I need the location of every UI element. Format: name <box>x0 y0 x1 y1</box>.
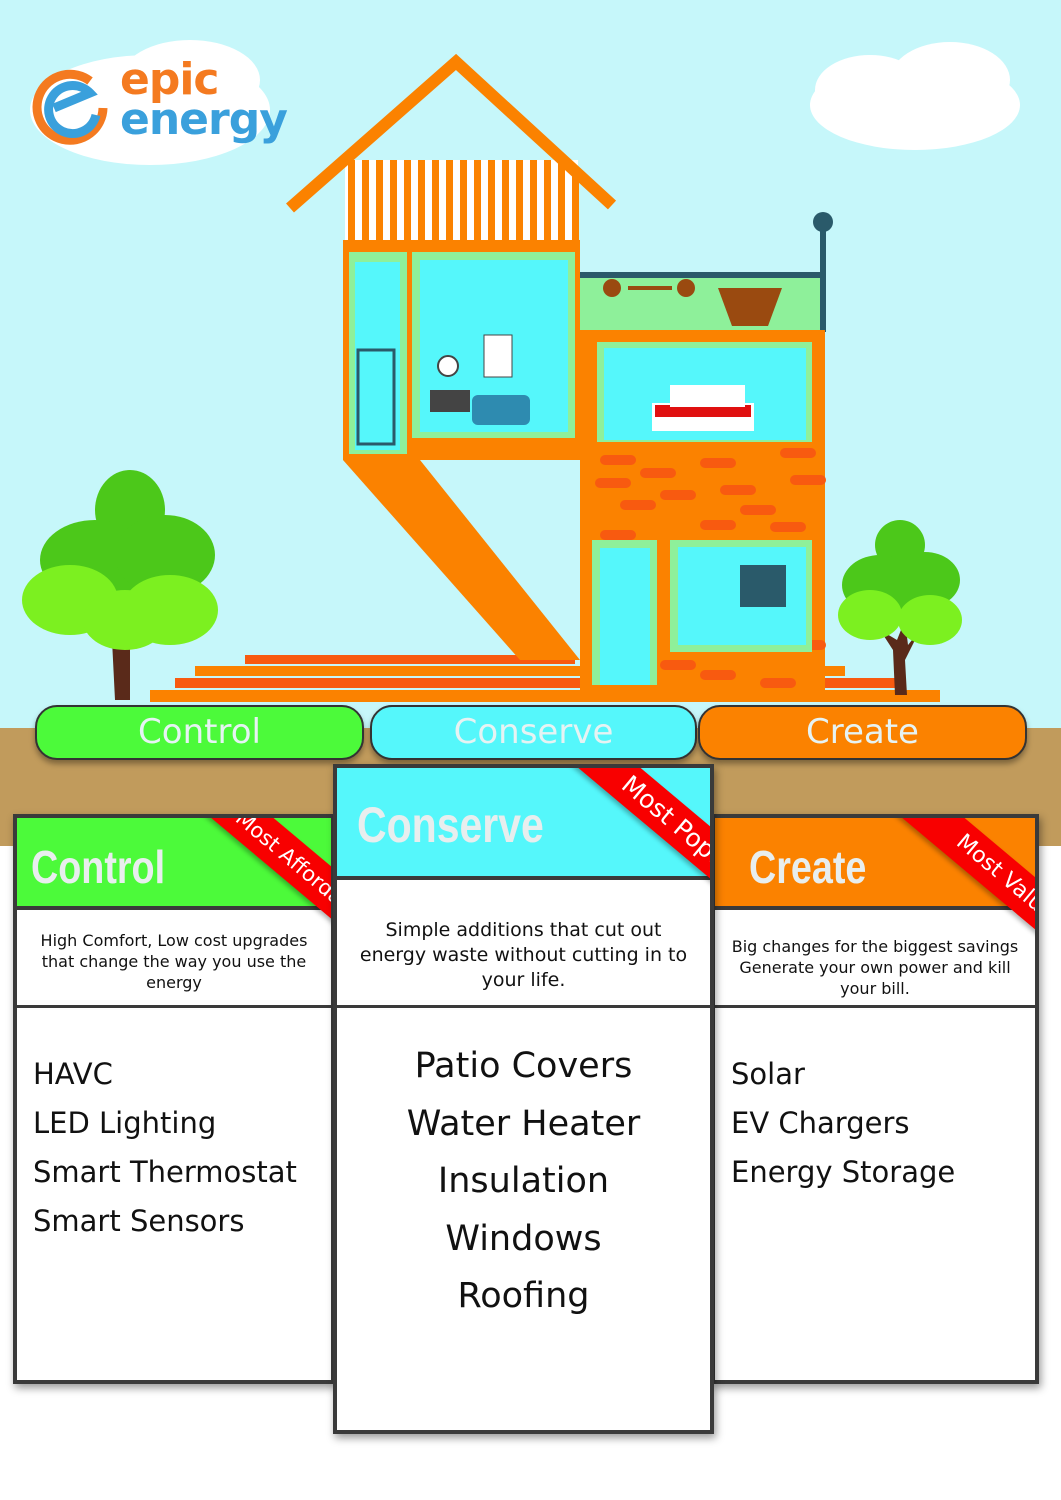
brick <box>600 455 636 465</box>
list-item: Smart Sensors <box>33 1204 245 1238</box>
brick <box>760 678 796 688</box>
tree-left <box>22 470 218 700</box>
list-item: Water Heater <box>406 1103 641 1144</box>
list-item: Solar <box>731 1057 805 1091</box>
list-item: HAVC <box>33 1057 113 1091</box>
roof-stripe <box>558 160 565 242</box>
roof-stripe <box>544 160 551 242</box>
tree-right <box>838 520 962 695</box>
card-header: Control Most Affordable <box>17 818 331 1000</box>
stairs <box>150 655 940 702</box>
brick <box>660 490 696 500</box>
logo-e-icon <box>32 69 108 145</box>
roof-stripe <box>418 160 425 242</box>
brick <box>740 505 776 515</box>
rooftop-patio <box>580 275 825 330</box>
brick <box>700 670 736 680</box>
brick <box>770 522 806 532</box>
brick <box>790 475 826 485</box>
roof-stripe <box>502 160 509 242</box>
tab-create[interactable]: Create <box>698 705 1027 760</box>
tab-control[interactable]: Control <box>35 705 364 760</box>
card-title: Control <box>31 841 166 893</box>
card-control: Control Most Affordable High Comfort, Lo… <box>13 814 335 1384</box>
brick <box>780 448 816 458</box>
brick <box>700 458 736 468</box>
card-description: Simple additions that cut out energy was… <box>337 918 710 1008</box>
card-create: Create Most Value Big changes for the bi… <box>711 814 1039 1384</box>
card-description: High Comfort, Low cost upgrades that cha… <box>17 930 331 1008</box>
item-list: Solar EV Chargers Energy Storage <box>715 1050 1035 1197</box>
list-item: LED Lighting <box>33 1106 217 1140</box>
logo-line-1: epic <box>120 54 220 105</box>
list-item: EV Chargers <box>731 1106 910 1140</box>
roof <box>286 53 617 242</box>
roof-stripe <box>432 160 439 242</box>
brick <box>595 478 631 488</box>
card-conserve: Conserve Most Popular Simple additions t… <box>333 764 714 1434</box>
roof-stripe <box>488 160 495 242</box>
tab-conserve[interactable]: Conserve <box>370 705 697 760</box>
house-illustration <box>22 40 1020 702</box>
card-header: Create Most Value <box>715 818 1035 1010</box>
list-item: Insulation <box>437 1161 610 1201</box>
list-item: Patio Covers <box>414 1046 633 1086</box>
card-title: Create <box>749 841 867 893</box>
roof-stripe <box>460 160 467 242</box>
brick <box>640 468 676 478</box>
roof-stripe <box>446 160 453 242</box>
roof-stripe <box>572 168 579 242</box>
cloud-right <box>810 42 1020 150</box>
roof-stripe <box>390 160 397 242</box>
roof-stripe <box>376 160 383 242</box>
roof-stripe <box>516 160 523 242</box>
roof-stripe <box>404 160 411 242</box>
logo-line-2: energy <box>120 94 288 145</box>
brick <box>620 500 656 510</box>
card-title: Conserve <box>357 797 544 853</box>
list-item: Roofing <box>457 1276 590 1316</box>
card-header: Conserve Most Popular <box>337 768 710 977</box>
roof-stripe <box>362 160 369 242</box>
roof-stripe <box>474 160 481 242</box>
list-item: Energy Storage <box>731 1155 956 1189</box>
list-item: Smart Thermostat <box>33 1155 297 1189</box>
list-item: Windows <box>445 1218 602 1259</box>
brick <box>700 520 736 530</box>
item-list: HAVC LED Lighting Smart Thermostat Smart… <box>17 1050 331 1246</box>
brick <box>720 485 756 495</box>
item-list: Patio Covers Water Heater Insulation Win… <box>337 1038 710 1326</box>
brick <box>600 530 636 540</box>
roof-stripe <box>530 160 537 242</box>
epic-energy-logo: epic energy <box>28 58 288 158</box>
support-beam <box>343 460 580 660</box>
card-description: Big changes for the biggest savings Gene… <box>715 936 1035 1008</box>
brick <box>660 660 696 670</box>
roof-stripe <box>348 160 355 242</box>
